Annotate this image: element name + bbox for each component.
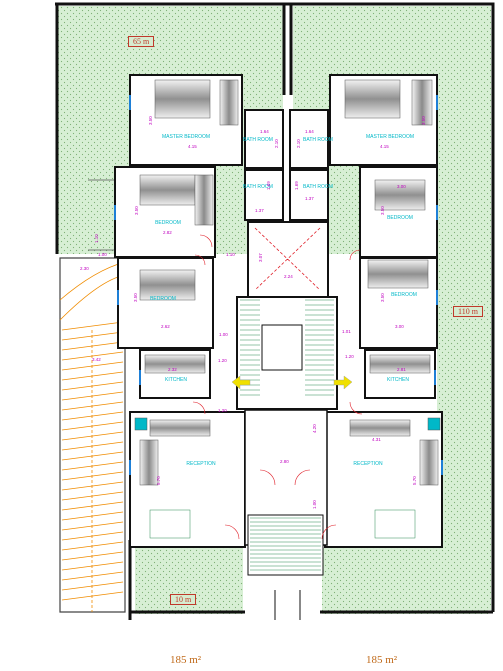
dimension: 3.50 [380, 293, 385, 302]
central-core [236, 221, 338, 620]
stair-tread [61, 451, 124, 461]
room-label: BEDROOM [387, 215, 413, 221]
stair-tread [61, 551, 124, 561]
stair-tread [61, 521, 124, 531]
dimension: 2.24 [284, 274, 293, 279]
dimension: 3.07 [258, 253, 263, 262]
stair-tread [61, 321, 124, 331]
room-labels: MASTER BEDROOM MASTER BEDROOM BATH ROOM … [150, 134, 417, 467]
stair-tread [61, 471, 124, 481]
room-label: BEDROOM [155, 220, 181, 226]
dimension: 1.20 [218, 358, 227, 363]
stair-tread [61, 481, 124, 491]
window-accents [114, 95, 443, 475]
furniture [134, 79, 441, 539]
dimension: 2.62 [161, 324, 170, 329]
dimension-labels: 4.15 4.15 3.50 3.50 1.64 1.64 2.10 2.10 … [80, 116, 426, 509]
room-label: KITCHEN [387, 377, 409, 383]
stair-tread [61, 491, 124, 501]
dimension: 3.50 [380, 206, 385, 215]
stair-tread [61, 511, 124, 521]
stair-tread [61, 421, 124, 431]
stair-tread [61, 501, 124, 511]
dimension: 3.00 [397, 184, 406, 189]
dimension: 1.10 [94, 234, 99, 243]
stair-tread [61, 441, 124, 451]
dimension: 2.80 [280, 459, 289, 464]
dimension: 2.30 [80, 266, 89, 271]
dimension: 1.00 [98, 252, 107, 257]
stair-tread [61, 461, 124, 471]
external-staircase [59, 179, 126, 613]
room-label: RECEPTION [186, 461, 216, 467]
stair-tread [61, 541, 124, 551]
dimension: 1.20 [218, 408, 227, 413]
stair-tread [61, 431, 124, 441]
dimension: 5.70 [412, 476, 417, 485]
garden-area-label-bottom: 10 m [170, 594, 197, 605]
dimension: 1.01 [342, 329, 351, 334]
stair-tread [61, 591, 124, 601]
dimension: 3.50 [148, 116, 153, 125]
dimension: 4.20 [312, 424, 317, 433]
dimension: 2.10 [274, 139, 279, 148]
dimension: 2.82 [163, 230, 172, 235]
dimension: 1.69 [266, 181, 271, 190]
room-label: BATH ROOM [303, 184, 333, 190]
room-label: BEDROOM [391, 292, 417, 298]
stair-tread [61, 561, 124, 571]
dimension: 1.64 [260, 129, 269, 134]
dimension: 3.00 [395, 324, 404, 329]
dimension: 4.31 [372, 437, 381, 442]
stair-tread [61, 391, 124, 401]
dimension: 5.70 [156, 476, 161, 485]
stair-tread [61, 571, 124, 581]
dimension: 3.50 [134, 206, 139, 215]
stair-tread [61, 371, 124, 381]
stair-tread [61, 351, 124, 361]
dimension: 1.37 [255, 208, 264, 213]
unit-area-right: 185 m² [366, 654, 398, 666]
garden-area-label-right: 110 m [453, 306, 483, 317]
stair-tread [61, 531, 124, 541]
dimension: 1.69 [294, 181, 299, 190]
dimension: 1.64 [305, 129, 314, 134]
room-label: MASTER BEDROOM [162, 134, 210, 140]
stair-tread [61, 581, 124, 591]
room-label: RECEPTION [353, 461, 383, 467]
room-label: BATH ROOM [303, 137, 333, 143]
dimension: 1.00 [312, 500, 317, 509]
dimension: 2.10 [296, 139, 301, 148]
room-label: MASTER BEDROOM [366, 134, 414, 140]
dimension: 3.50 [421, 116, 426, 125]
room-label: BATH ROOM [243, 137, 273, 143]
dimension: 1.10 [226, 252, 235, 257]
door-swings [192, 234, 363, 540]
room-label: BEDROOM [150, 296, 176, 302]
dimension: 1.37 [305, 196, 314, 201]
room-label: KITCHEN [165, 377, 187, 383]
dimension: 1.20 [345, 354, 354, 359]
dimension: 3.50 [133, 293, 138, 302]
stair-tread [61, 411, 124, 421]
unit-area-left: 185 m² [170, 654, 202, 666]
outer-walls [55, 2, 495, 620]
entry-arrows [231, 375, 353, 390]
stair-tread [61, 381, 124, 391]
room-label: BATH ROOM [243, 184, 273, 190]
dimension: 1.00 [219, 332, 228, 337]
garden-area-label-top: 65 m [128, 36, 155, 47]
dimension: 2.81 [397, 367, 406, 372]
stair-tread [61, 331, 124, 341]
dimension: 4.15 [380, 144, 389, 149]
dimension: 4.15 [188, 144, 197, 149]
stair-tread [61, 361, 124, 371]
dimension: 3.42 [92, 357, 101, 362]
stair-tread [61, 401, 124, 411]
stair-tread [61, 341, 124, 351]
dimension: 2.32 [168, 367, 177, 372]
